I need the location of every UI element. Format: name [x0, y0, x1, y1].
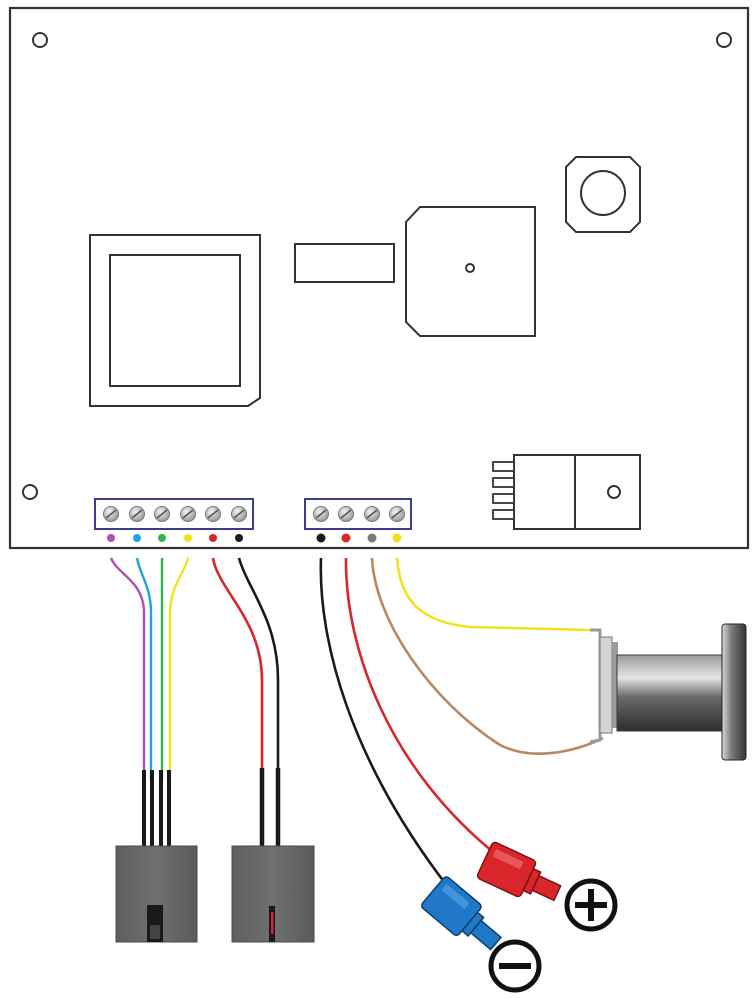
- electric-strike-icon: [589, 623, 747, 761]
- screw-terminal[interactable]: [205, 506, 221, 522]
- minus-circle-icon: [488, 939, 542, 993]
- wires-four-pin: [109, 557, 190, 780]
- wire-purple: [109, 557, 146, 780]
- wire-red-positive: [344, 557, 499, 858]
- wires-device: [370, 557, 604, 755]
- wires-power: [319, 557, 499, 888]
- wire-black-negative: [319, 557, 450, 888]
- terminal-block-left: [94, 498, 254, 530]
- screw-terminal[interactable]: [180, 506, 196, 522]
- wire-sleeves-four-pin: [142, 770, 171, 848]
- wire-sleeves-two-pin: [259, 768, 281, 848]
- plus-circle-icon: [564, 878, 618, 932]
- buzzer-component: [565, 156, 641, 233]
- negative-spade-terminal: [421, 876, 503, 951]
- wire-color-dots: [107, 533, 402, 543]
- wire-yellow: [168, 557, 190, 780]
- mounting-hole-bottom-left: [22, 484, 38, 500]
- screw-terminal[interactable]: [389, 506, 405, 522]
- screw-terminal[interactable]: [338, 506, 354, 522]
- relay-component: [405, 206, 536, 337]
- wire-yellow-device: [395, 557, 591, 632]
- wires-two-pin: [211, 557, 280, 770]
- resistor-component: [294, 243, 395, 283]
- wire-brown: [370, 557, 604, 755]
- wire-blue: [135, 557, 153, 780]
- screw-terminal[interactable]: [129, 506, 145, 522]
- screw-terminal[interactable]: [313, 506, 329, 522]
- screw-terminal[interactable]: [154, 506, 170, 522]
- screw-terminal[interactable]: [231, 506, 247, 522]
- transformer-component: [89, 234, 261, 407]
- wire-red-two-pin: [211, 557, 264, 770]
- mounting-hole-top-right: [716, 32, 732, 48]
- screw-terminal[interactable]: [364, 506, 380, 522]
- mounting-hole-top-left: [32, 32, 48, 48]
- four-pin-connector-icon: [115, 845, 198, 943]
- two-pin-connector-icon: [231, 845, 315, 943]
- screw-terminal[interactable]: [103, 506, 119, 522]
- terminal-block-right: [304, 498, 412, 530]
- wire-black-two-pin: [237, 557, 280, 770]
- circuit-board: [8, 6, 750, 550]
- positive-spade-terminal: [476, 841, 562, 902]
- voltage-regulator-component: [492, 454, 641, 530]
